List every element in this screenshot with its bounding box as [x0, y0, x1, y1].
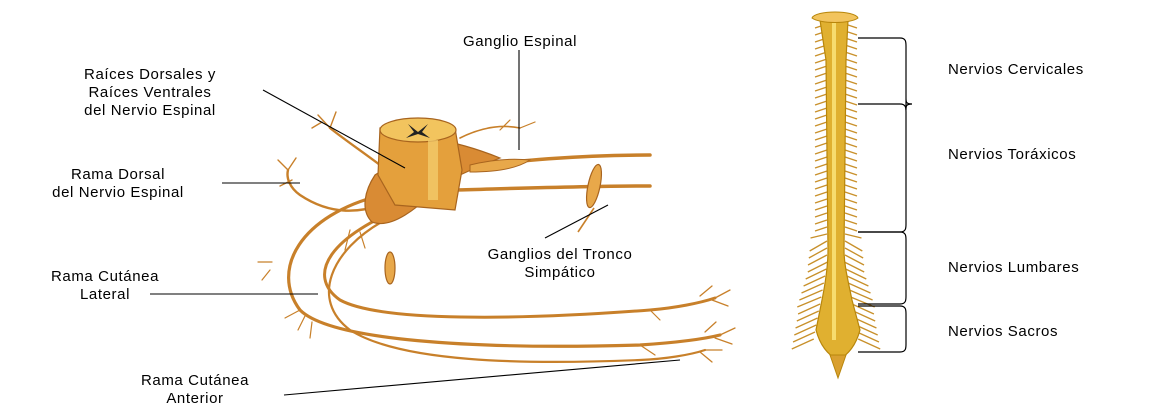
- label-ganglios-tronco-line1: Ganglios del Tronco: [440, 246, 680, 264]
- label-rama-anterior: Rama Cutánea Anterior: [100, 372, 290, 408]
- spinal-nerve-branch: [845, 164, 857, 168]
- label-toraxicos-text: Nervios Toráxicos: [948, 146, 1076, 164]
- spinal-nerve-branch: [815, 199, 827, 203]
- label-raices-line2: Raíces Ventrales: [40, 84, 260, 102]
- spinal-nerve-branch: [815, 227, 827, 231]
- spinal-nerve-branch: [845, 108, 857, 112]
- label-rama-lateral: Rama Cutánea Lateral: [20, 268, 190, 304]
- label-ganglio-espinal-text: Ganglio Espinal: [420, 33, 620, 51]
- sympathetic-ganglion-lower: [385, 252, 395, 284]
- label-lumbares-text: Nervios Lumbares: [948, 259, 1079, 277]
- spinal-nerve-branch: [845, 129, 857, 133]
- spinal-nerve-branch: [845, 122, 857, 126]
- spinal-nerve-branch: [815, 59, 827, 63]
- spinal-nerve-branch: [845, 220, 857, 224]
- label-sacros: Nervios Sacros: [948, 323, 1058, 341]
- bracket-lumbares: [858, 232, 906, 304]
- nerve-lower-arc: [329, 220, 705, 362]
- spinal-nerve-branch: [845, 87, 857, 91]
- spinal-nerve-branch: [845, 94, 857, 98]
- spinal-nerve-branch: [815, 136, 827, 140]
- spinal-nerve-branch: [815, 171, 827, 175]
- cord-midline: [832, 20, 836, 340]
- spinal-nerve-branch: [845, 115, 857, 119]
- label-ganglios-tronco: Ganglios del Tronco Simpático: [440, 246, 680, 282]
- spinal-nerve-branch: [815, 94, 827, 98]
- spinal-nerve-branch: [845, 178, 857, 182]
- leader-rama-anterior: [284, 360, 680, 395]
- cord-tip: [830, 355, 846, 378]
- spinal-nerve-branch: [845, 171, 857, 175]
- spinal-nerve-branch: [845, 80, 857, 84]
- bracket-toraxicos: [858, 104, 906, 232]
- spinal-nerve-branch: [811, 234, 827, 238]
- label-rama-anterior-line2: Anterior: [100, 390, 290, 408]
- spinal-nerve-branch: [845, 143, 857, 147]
- label-rama-dorsal-line1: Rama Dorsal: [8, 166, 228, 184]
- label-toraxicos: Nervios Toráxicos: [948, 146, 1076, 164]
- spinal-nerve-branch: [845, 206, 857, 210]
- spinal-nerve-branch: [845, 185, 857, 189]
- spinal-nerve-branch: [845, 227, 857, 231]
- spinal-nerve-branch: [845, 73, 857, 77]
- label-ganglios-tronco-line2: Simpático: [440, 264, 680, 282]
- dorsal-ramus: [330, 128, 380, 165]
- spinal-nerve-branch: [845, 150, 857, 154]
- cord-top: [812, 12, 858, 23]
- spinal-nerve-branch: [815, 220, 827, 224]
- spinal-nerve-branch: [845, 213, 857, 217]
- spinal-nerve-branch: [815, 80, 827, 84]
- label-rama-lateral-line2: Lateral: [20, 286, 190, 304]
- spinal-nerve-branch: [815, 192, 827, 196]
- spinal-nerve-branch: [815, 122, 827, 126]
- label-raices-line3: del Nervio Espinal: [40, 102, 260, 120]
- label-cervicales: Nervios Cervicales: [948, 61, 1084, 79]
- spinal-nerve-branch: [845, 234, 861, 238]
- label-cervicales-text: Nervios Cervicales: [948, 61, 1084, 79]
- spinal-nerve-branch: [815, 101, 827, 105]
- spinal-nerve-branch: [815, 213, 827, 217]
- spinal-nerve-branch: [845, 59, 857, 63]
- label-lumbares: Nervios Lumbares: [948, 259, 1079, 277]
- spinal-nerve-branch: [815, 115, 827, 119]
- spinal-nerve-branch: [815, 178, 827, 182]
- label-rama-anterior-line1: Rama Cutánea: [100, 372, 290, 390]
- label-ganglio-espinal: Ganglio Espinal: [420, 33, 620, 51]
- label-raices-line1: Raíces Dorsales y: [40, 66, 260, 84]
- spinal-nerve-branch: [815, 108, 827, 112]
- spinal-nerve-branch: [845, 157, 857, 161]
- label-raices: Raíces Dorsales y Raíces Ventrales del N…: [40, 66, 260, 120]
- spinal-nerve-branch: [815, 150, 827, 154]
- spinal-nerve-branch: [845, 66, 857, 70]
- leader-ganglios-tronco: [545, 205, 608, 238]
- spinal-nerve-branch: [845, 199, 857, 203]
- spinal-nerve-branch: [815, 129, 827, 133]
- spinal-nerve-branch: [845, 136, 857, 140]
- spinal-nerve-branch: [845, 101, 857, 105]
- cord-section-top: [380, 118, 456, 142]
- spinal-nerve-illustration: [258, 112, 735, 362]
- nerve-ventral-right: [455, 186, 650, 190]
- label-rama-dorsal-line2: del Nervio Espinal: [8, 184, 228, 202]
- spinal-cord-illustration: [792, 12, 880, 378]
- spinal-nerve-branch: [815, 157, 827, 161]
- spinal-nerve-branch: [815, 143, 827, 147]
- label-rama-lateral-line1: Rama Cutánea: [20, 268, 190, 286]
- label-sacros-text: Nervios Sacros: [948, 323, 1058, 341]
- spinal-nerve-branch: [845, 192, 857, 196]
- spinal-nerve-branch: [815, 164, 827, 168]
- spinal-nerve-branch: [815, 185, 827, 189]
- spinal-nerve-branch: [815, 73, 827, 77]
- spinal-nerve-branch: [815, 87, 827, 91]
- spinal-nerve-branch: [815, 206, 827, 210]
- bracket-cervicales: [858, 38, 912, 110]
- spinal-nerve-branch: [815, 66, 827, 70]
- label-rama-dorsal: Rama Dorsal del Nervio Espinal: [8, 166, 228, 202]
- region-brackets: [858, 38, 912, 352]
